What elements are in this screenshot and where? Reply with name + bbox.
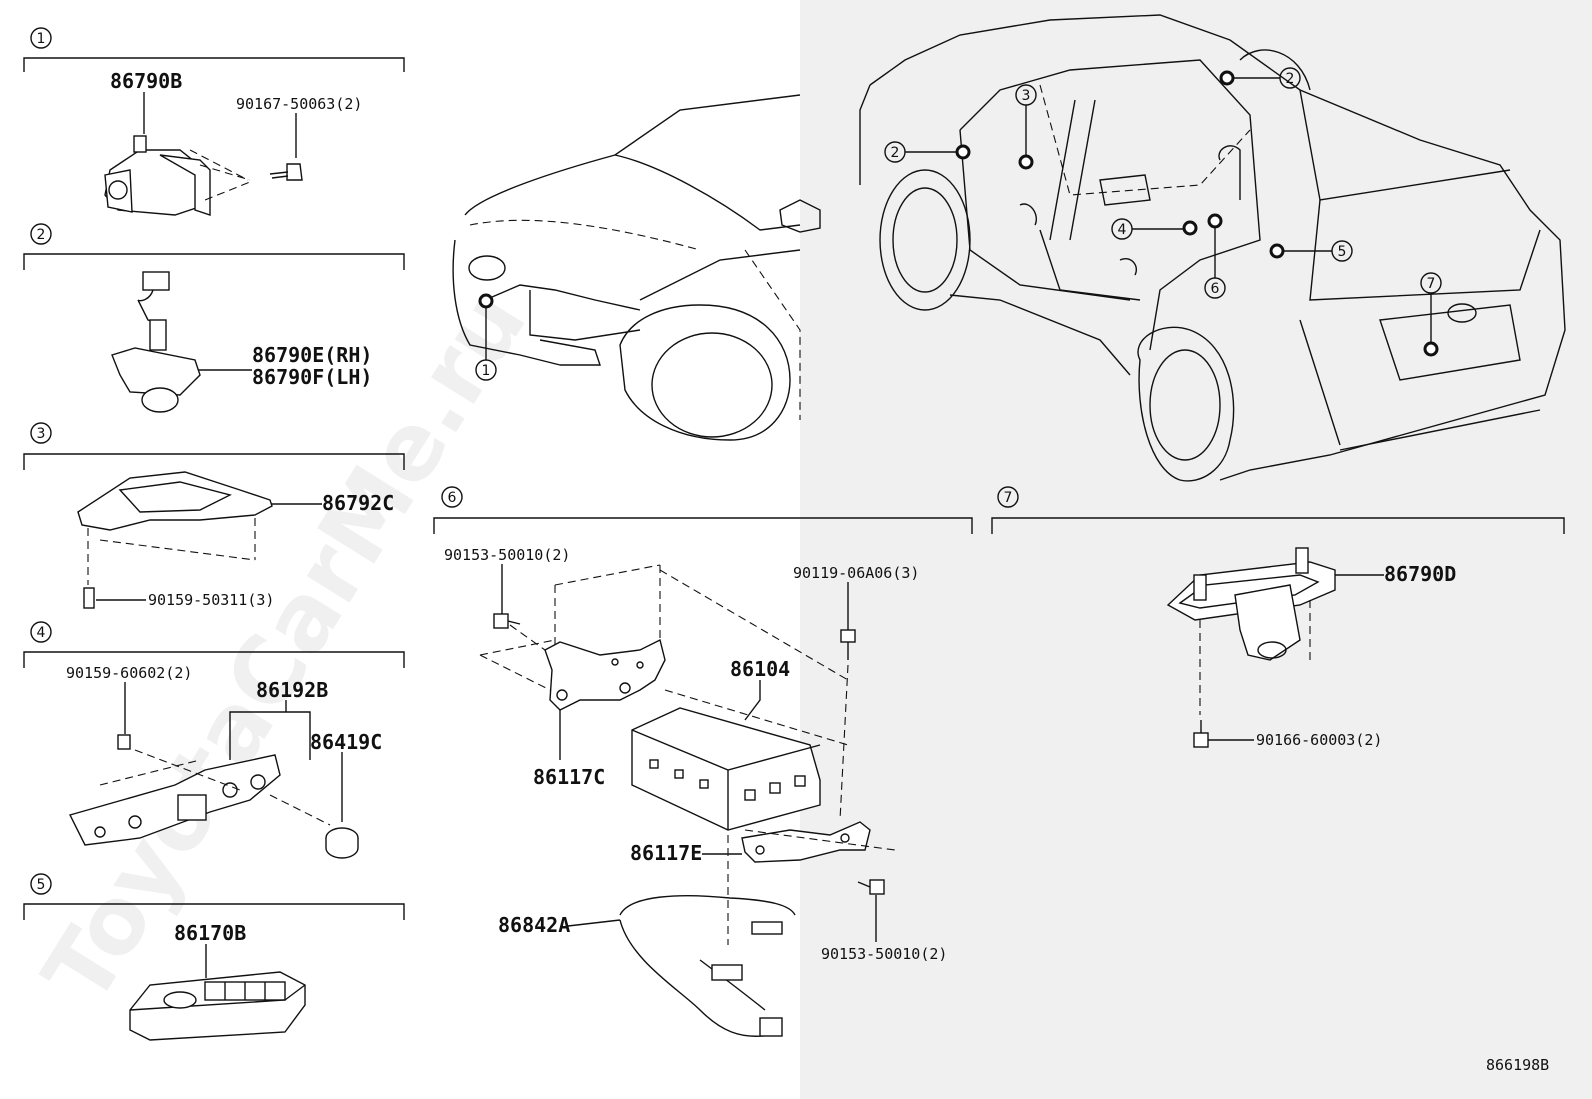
section-1: 1 86790B 90167-50063(2) bbox=[23, 27, 405, 216]
rear-camera-86790B-drawing bbox=[104, 135, 251, 216]
fastener-90119-06A06[interactable]: 90119-06A06(3) bbox=[793, 564, 919, 582]
section-4-number: 4 bbox=[37, 625, 46, 641]
vehicle-callout-1: 1 bbox=[482, 363, 491, 379]
section-1-number: 1 bbox=[37, 31, 46, 47]
screw-90153-bottom-drawing bbox=[857, 879, 885, 895]
fastener-90159-60602[interactable]: 90159-60602(2) bbox=[66, 664, 192, 682]
part-86117C[interactable]: 86117C bbox=[533, 765, 605, 789]
vehicle-callout-4: 4 bbox=[1118, 222, 1127, 238]
remote-86170B-drawing bbox=[129, 971, 306, 1041]
part-86104[interactable]: 86104 bbox=[730, 657, 790, 681]
shaded-background bbox=[800, 0, 1592, 1099]
ecu-86104-drawing bbox=[631, 707, 821, 831]
vehicle-callout-6: 6 bbox=[1211, 281, 1220, 297]
bracket-86117C-drawing bbox=[479, 564, 849, 746]
part-86790E-RH[interactable]: 86790E(RH) bbox=[252, 343, 372, 367]
front-vehicle-drawing: 1 bbox=[452, 94, 821, 441]
side-camera-86790E-drawing bbox=[111, 271, 201, 413]
vehicle-callout-5: 5 bbox=[1338, 244, 1347, 260]
rear-camera-86790D-drawing bbox=[1166, 547, 1336, 715]
part-86790B[interactable]: 86790B bbox=[110, 69, 182, 93]
fastener-90153-50010-top[interactable]: 90153-50010(2) bbox=[444, 546, 570, 564]
vehicle-callout-7: 7 bbox=[1427, 276, 1436, 292]
screw-90119-drawing bbox=[839, 629, 856, 821]
section-2: 2 86790E(RH) 86790F(LH) bbox=[23, 223, 405, 413]
section-5: 5 86170B bbox=[23, 873, 405, 1041]
vehicle-callout-2-left: 2 bbox=[891, 145, 900, 161]
part-86117E[interactable]: 86117E bbox=[630, 841, 702, 865]
section-2-number: 2 bbox=[37, 227, 46, 243]
section-6: 6 90153-50010(2) 90119-06A06(3) 86104 86… bbox=[433, 486, 973, 1037]
section-4: 4 90159-60602(2) 86192B 86419C bbox=[23, 621, 405, 859]
rear-vehicle-drawing: 2 2 3 4 6 5 7 bbox=[859, 14, 1566, 482]
part-86842A[interactable]: 86842A bbox=[498, 913, 570, 937]
fastener-90167-50063[interactable]: 90167-50063(2) bbox=[236, 95, 362, 113]
screw-90167-drawing bbox=[269, 163, 303, 181]
part-86792C[interactable]: 86792C bbox=[322, 491, 394, 515]
part-86419C[interactable]: 86419C bbox=[310, 730, 382, 754]
section-7: 7 86790D 90166-60003(2) bbox=[991, 486, 1565, 749]
diagram-code: 866198B bbox=[1486, 1056, 1549, 1074]
part-86170B[interactable]: 86170B bbox=[174, 921, 246, 945]
section-3-number: 3 bbox=[37, 426, 46, 442]
section-7-number: 7 bbox=[1004, 490, 1013, 506]
part-86192B[interactable]: 86192B bbox=[256, 678, 328, 702]
fastener-90153-50010-bottom[interactable]: 90153-50010(2) bbox=[821, 945, 947, 963]
part-86790F-LH[interactable]: 86790F(LH) bbox=[252, 365, 372, 389]
switch-panel-86192B-drawing bbox=[68, 734, 331, 846]
fastener-90159-50311[interactable]: 90159-50311(3) bbox=[148, 591, 274, 609]
harness-86842A-drawing bbox=[619, 895, 796, 1037]
section-3: 3 86792C 90159-50311(3) bbox=[23, 422, 405, 609]
section-6-number: 6 bbox=[448, 490, 457, 506]
vehicle-callout-3: 3 bbox=[1022, 88, 1031, 104]
screw-90166-drawing bbox=[1193, 720, 1209, 748]
knob-86419C-drawing bbox=[325, 827, 359, 859]
bracket-86117E-drawing bbox=[727, 821, 896, 945]
vehicle-callout-2-right: 2 bbox=[1286, 71, 1295, 87]
section-5-number: 5 bbox=[37, 877, 46, 893]
screw-90153-top-drawing bbox=[493, 613, 521, 629]
bracket-86792C-drawing bbox=[77, 471, 273, 609]
fastener-90166-60003[interactable]: 90166-60003(2) bbox=[1256, 731, 1382, 749]
part-86790D[interactable]: 86790D bbox=[1384, 562, 1456, 586]
